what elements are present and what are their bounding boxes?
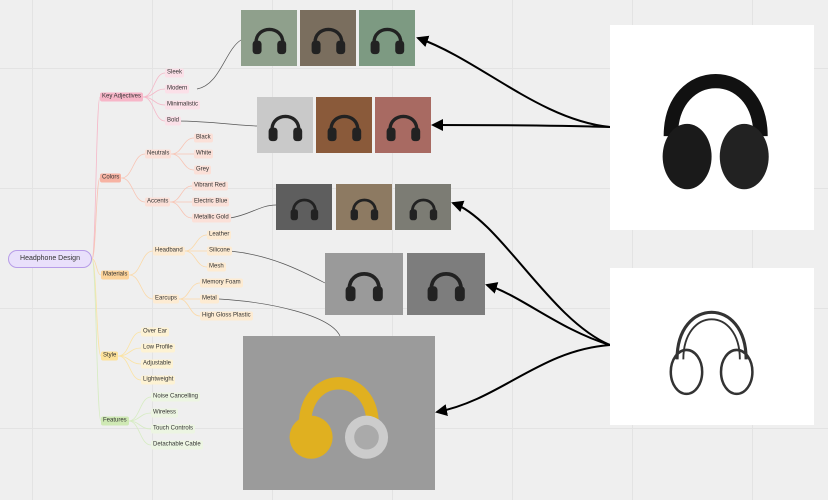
branch-node-materials[interactable]: Materials — [101, 270, 130, 280]
reference-photo-black-headphones[interactable] — [610, 25, 814, 230]
leaf-node-over-ear[interactable]: Over Ear — [141, 327, 170, 337]
subbranch-node-headband[interactable]: Headband — [153, 246, 185, 256]
leaf-node-sleek[interactable]: Sleek — [165, 68, 185, 78]
leaf-node-metal[interactable]: Metal — [200, 294, 219, 304]
leaf-node-touch-controls[interactable]: Touch Controls — [151, 424, 196, 434]
reference-sketch-headphones[interactable] — [610, 268, 814, 425]
root-node[interactable]: Headphone Design — [8, 250, 92, 268]
modern-headphone-image[interactable] — [300, 10, 356, 66]
leaf-node-silicone[interactable]: Silicone — [207, 246, 233, 256]
leaf-node-black[interactable]: Black — [194, 133, 213, 143]
leaf-node-bold[interactable]: Bold — [165, 116, 182, 126]
modern-headphone-image[interactable] — [359, 10, 415, 66]
leaf-node-electric-blue[interactable]: Electric Blue — [192, 197, 230, 207]
bold-headphone-image[interactable] — [375, 97, 431, 153]
leaf-node-leather[interactable]: Leather — [207, 230, 232, 240]
gold-headphone-image[interactable] — [395, 184, 451, 230]
leaf-node-white[interactable]: White — [194, 149, 214, 159]
leaf-node-mesh[interactable]: Mesh — [207, 262, 226, 272]
leaf-node-low-profile[interactable]: Low Profile — [141, 343, 175, 353]
gold-headphone-image[interactable] — [336, 184, 392, 230]
leaf-node-grey[interactable]: Grey — [194, 165, 212, 175]
subbranch-node-neutrals[interactable]: Neutrals — [145, 149, 172, 159]
branch-node-features[interactable]: Features — [101, 416, 129, 426]
subbranch-node-earcups[interactable]: Earcups — [153, 294, 180, 304]
branch-node-colors[interactable]: Colors — [100, 173, 122, 183]
leaf-node-modern[interactable]: Modern — [165, 84, 190, 94]
gold-headphone-image[interactable] — [276, 184, 332, 230]
silicone-headphone-image[interactable] — [325, 253, 403, 315]
leaf-node-high-gloss-plastic[interactable]: High Gloss Plastic — [200, 311, 253, 321]
modern-headphone-image[interactable] — [241, 10, 297, 66]
leaf-node-memory-foam[interactable]: Memory Foam — [200, 278, 243, 288]
metal-yellow-headphone-image[interactable] — [243, 336, 435, 490]
leaf-node-metallic-gold[interactable]: Metallic Gold — [192, 213, 231, 223]
silicone-headphone-image[interactable] — [407, 253, 485, 315]
leaf-node-adjustable[interactable]: Adjustable — [141, 359, 174, 369]
branch-node-key-adjectives[interactable]: Key Adjectives — [100, 92, 144, 102]
leaf-node-wireless[interactable]: Wireless — [151, 408, 179, 418]
leaf-node-detachable-cable[interactable]: Detachable Cable — [151, 440, 203, 450]
leaf-node-minimalistic[interactable]: Minimalistic — [165, 100, 201, 110]
bold-headphone-image[interactable] — [257, 97, 313, 153]
leaf-node-vibrant-red[interactable]: Vibrant Red — [192, 181, 228, 191]
leaf-node-noise-cancelling[interactable]: Noise Cancelling — [151, 392, 201, 402]
bold-headphone-image[interactable] — [316, 97, 372, 153]
subbranch-node-accents[interactable]: Accents — [145, 197, 171, 207]
branch-node-style[interactable]: Style — [101, 351, 119, 361]
leaf-node-lightweight[interactable]: Lightweight — [141, 375, 176, 385]
